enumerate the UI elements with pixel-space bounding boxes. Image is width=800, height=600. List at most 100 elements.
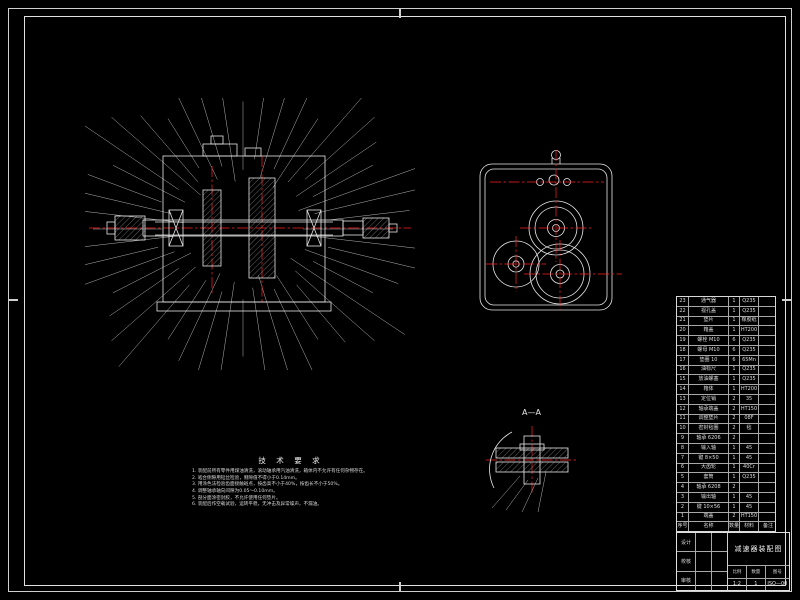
drawing-title: 减速器装配图	[728, 533, 789, 566]
bom-cell	[759, 326, 777, 335]
bom-cell: 1	[729, 463, 740, 473]
bom-cell: 1	[729, 473, 740, 483]
leader-line	[312, 165, 374, 197]
bom-cell: 21	[677, 316, 689, 326]
leader-line	[254, 98, 264, 160]
side-gear-view	[479, 150, 622, 311]
approver-label: 审核	[677, 571, 696, 590]
bom-cell: 45	[740, 492, 759, 502]
note-line: 2. 啮合侧隙用铅丝检验，侧隙值不得小于0.14mm。	[192, 475, 300, 481]
bom-cell: 14	[677, 385, 689, 394]
bom-cell: 轴承 6208	[689, 483, 729, 492]
bom-cell	[759, 513, 777, 522]
bom-cell: 键 10×56	[689, 502, 729, 512]
leader-line	[298, 168, 415, 211]
detail-outline-arc	[489, 431, 513, 489]
leader-line	[111, 266, 196, 341]
date-cell	[712, 552, 727, 570]
bom-cell: 2	[729, 404, 740, 414]
detail-leader-lines	[491, 471, 547, 513]
bom-cell	[759, 444, 777, 453]
bom-cell: 2	[729, 434, 740, 443]
bom-cell	[759, 415, 777, 424]
bom-cell: 放油螺塞	[689, 375, 729, 385]
bom-cell: 11	[677, 414, 689, 424]
bom-cell: 1	[729, 297, 740, 306]
leader-line	[87, 174, 162, 203]
bom-cell	[759, 503, 777, 512]
bom-cell: 1	[677, 512, 689, 522]
designer-label: 设计	[677, 533, 696, 552]
bom-cell: Q235	[740, 375, 759, 385]
leader-line	[305, 117, 375, 180]
bom-cell: 1	[729, 316, 740, 326]
bom-cell: Q235	[740, 297, 759, 306]
bom-cell: 1	[729, 365, 740, 375]
note-line: 1. 装配前所有零件用煤油清洗，滚动轴承用汽油清洗，箱体内不允许有任何杂物存在。	[192, 469, 368, 474]
bom-cell: 65Mn	[740, 355, 759, 365]
bom-cell	[759, 307, 777, 316]
leader-line	[252, 287, 266, 370]
leader-line	[296, 141, 377, 197]
note-line: 5. 剖分面涂密封胶，不允许使用任何垫片。	[192, 495, 281, 501]
bom-cell	[759, 493, 777, 502]
bom-cell	[759, 483, 777, 492]
bom-cell: 1	[729, 492, 740, 502]
detail-centerlines	[486, 426, 578, 494]
bom-cell: 1	[729, 443, 740, 453]
note-line: 4. 调整轴承轴向间隙为0.05～0.10mm。	[192, 488, 278, 494]
bom-cell: 毡	[740, 424, 759, 434]
date-cell	[712, 572, 727, 590]
bom-cell: 7	[677, 453, 689, 463]
part-leader-lines	[85, 98, 415, 370]
center-mark-bottom	[399, 582, 401, 592]
bom-cell: 轴承端盖	[689, 404, 729, 414]
bom-cell: 6	[729, 336, 740, 345]
leader-line	[304, 249, 399, 284]
leader-line	[198, 291, 223, 370]
bom-cell: 15	[677, 375, 689, 385]
bom-cell: 13	[677, 394, 689, 404]
bom-cell: 6	[729, 355, 740, 365]
bom-cell	[759, 424, 777, 433]
leader-line	[140, 115, 199, 183]
main-assembly-section-view	[85, 98, 415, 370]
center-mark-right	[782, 299, 792, 301]
bom-cell: 2	[729, 414, 740, 424]
title-block-main: 减速器装配图 比例 1:2 数量 1 图号 JSQ—00	[728, 533, 789, 590]
title-block: 设计 校核 审核 减速器装配图 比例 1:2 数量 1 图号	[676, 532, 790, 591]
leader-line	[201, 98, 223, 167]
side-view-outline	[479, 150, 613, 311]
bom-cell	[759, 317, 777, 326]
note-line: 3. 用涂色法检验齿面接触斑点，按齿高不小于40%，按齿长不小于50%。	[192, 482, 343, 488]
bom-cell: 套筒	[689, 473, 729, 483]
bom-cell: 1	[729, 385, 740, 394]
leader-line	[167, 280, 207, 340]
leader-line	[109, 268, 179, 317]
leader-line	[220, 282, 235, 370]
bom-cell: 22	[677, 306, 689, 316]
signature-cell	[696, 533, 712, 552]
bom-cell: 密封毡圈	[689, 424, 729, 434]
bom-cell: 备注	[762, 523, 773, 530]
scale-value: 1:2	[732, 581, 741, 588]
detail-view-label: A—A	[522, 408, 541, 417]
leader-line	[272, 118, 319, 188]
leader-line	[260, 98, 285, 178]
bom-cell: 45	[740, 453, 759, 463]
bom-cell	[740, 434, 759, 443]
leader-line	[295, 270, 375, 341]
bom-cell: Q235	[740, 336, 759, 345]
